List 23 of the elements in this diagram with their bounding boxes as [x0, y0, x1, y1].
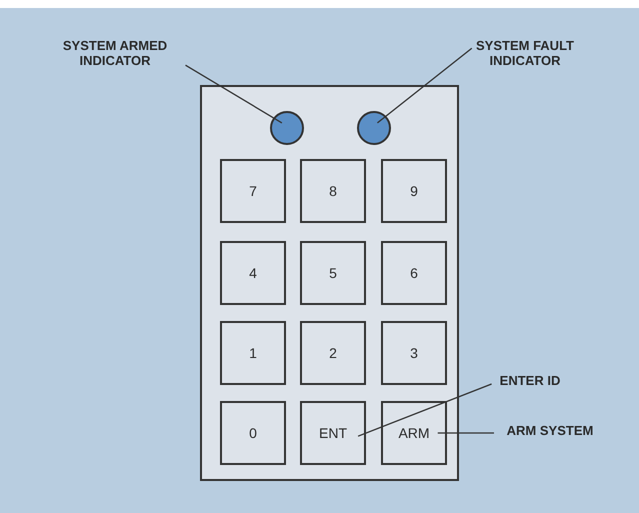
- keypad-key: 6: [381, 241, 447, 305]
- keypad-key: 5: [300, 241, 366, 305]
- leader-line: [438, 432, 494, 434]
- indicator-light: [357, 111, 391, 145]
- callout-label: ENTER ID: [490, 373, 570, 393]
- keypad-key: ARM: [381, 401, 447, 465]
- keypad-key: 8: [300, 159, 366, 223]
- callout-label: SYSTEM ARMED INDICATOR: [40, 38, 190, 72]
- indicator-light: [270, 111, 304, 145]
- leader-line: [185, 64, 282, 124]
- leader-line: [377, 48, 472, 124]
- keypad-key: 0: [220, 401, 286, 465]
- keypad-panel: [200, 85, 459, 481]
- callout-label: ARM SYSTEM: [494, 423, 606, 443]
- keypad-key: 7: [220, 159, 286, 223]
- leader-line: [358, 383, 492, 437]
- keypad-key: 9: [381, 159, 447, 223]
- keypad-key: 3: [381, 321, 447, 385]
- keypad-key: 1: [220, 321, 286, 385]
- keypad-key: 4: [220, 241, 286, 305]
- callout-label: SYSTEM FAULT INDICATOR: [455, 38, 595, 72]
- keypad-key: 2: [300, 321, 366, 385]
- keypad-key: ENT: [300, 401, 366, 465]
